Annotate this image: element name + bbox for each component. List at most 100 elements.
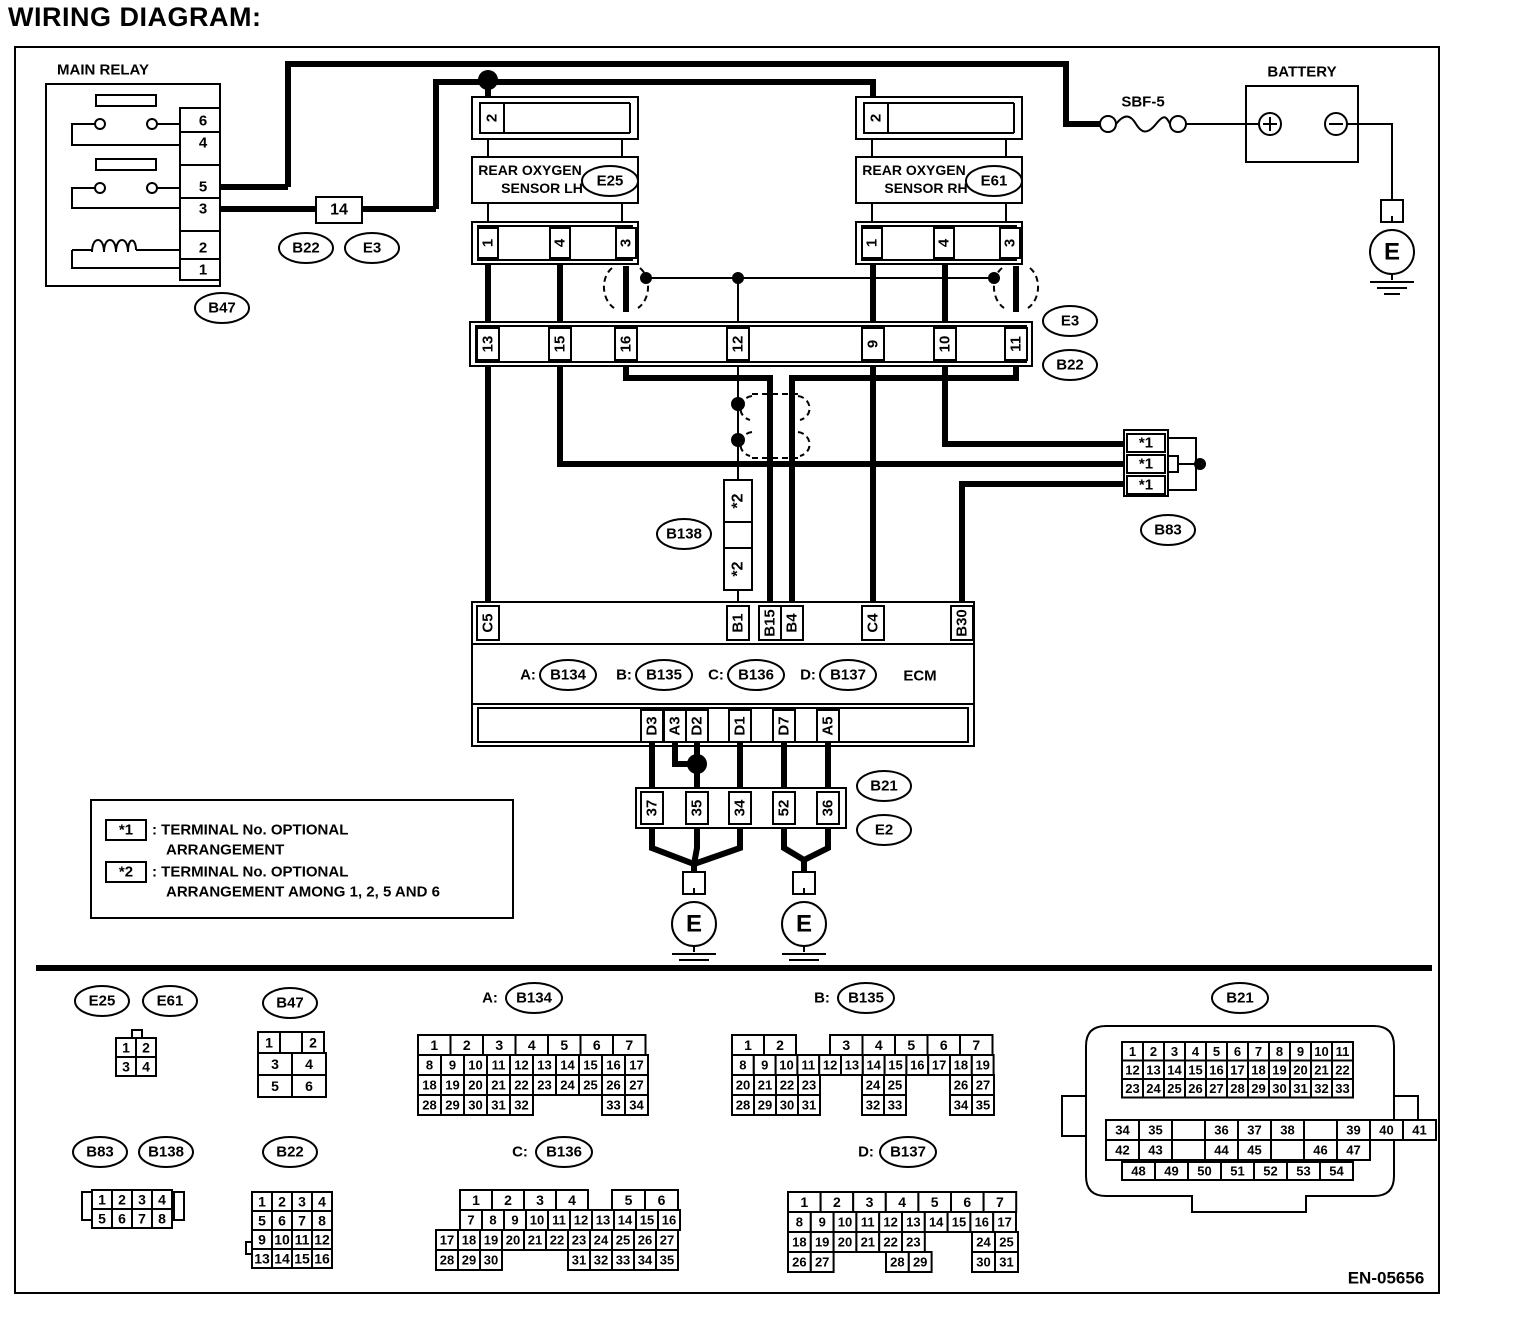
- view-tag: B135: [837, 982, 895, 1014]
- connector-code: E3: [363, 240, 381, 257]
- cell-label: 16: [606, 1058, 620, 1073]
- b21-pin-label: 36: [820, 800, 837, 817]
- sensor-top-pin-label: 2: [868, 114, 885, 122]
- b83-connector: *1*1*1: [1123, 429, 1206, 497]
- cell-label: 4: [318, 1194, 326, 1210]
- cell-label: 51: [1230, 1164, 1244, 1179]
- cell-label: 5: [1213, 1044, 1220, 1059]
- b22-pin: [614, 327, 638, 361]
- sensor-connector-tag: E61: [965, 165, 1023, 197]
- b22-pin: [548, 327, 572, 361]
- cell-label: 24: [976, 1235, 991, 1250]
- ecm-connector-tag: B135: [635, 659, 693, 691]
- cell-label: 29: [445, 1098, 459, 1113]
- b22-connector-tag: B22: [1042, 349, 1098, 381]
- sensor-top-pin-label: 2: [484, 114, 501, 122]
- cell-label: 33: [606, 1098, 620, 1113]
- cell-label: 47: [1346, 1143, 1360, 1158]
- cell-label: 4: [568, 1192, 576, 1208]
- cell-label: 20: [506, 1233, 520, 1248]
- cell-label: 13: [1146, 1062, 1160, 1077]
- cell-label: 21: [1314, 1062, 1328, 1077]
- cell-label: 25: [583, 1078, 597, 1093]
- cell-label: 25: [1167, 1081, 1181, 1096]
- sensor-pin: [615, 227, 637, 259]
- battery-ground: E: [1369, 199, 1415, 295]
- ecm-pin: [726, 605, 750, 641]
- b138-pin: *2: [730, 561, 747, 576]
- cell-label: 11: [801, 1058, 815, 1073]
- cell-label: 3: [536, 1192, 544, 1208]
- cell-label: 26: [1188, 1081, 1202, 1096]
- cell-label: 16: [662, 1213, 676, 1228]
- sensor-title: SENSOR RH: [884, 180, 967, 196]
- cell-label: 25: [616, 1233, 630, 1248]
- cell-label: 4: [1192, 1044, 1200, 1059]
- wire: [959, 481, 1124, 602]
- connector-cell: [883, 1094, 907, 1116]
- cell-label: 28: [1230, 1081, 1244, 1096]
- ecm-name: ECM: [903, 668, 936, 685]
- ground-symbol-right: E: [781, 871, 827, 967]
- cell-label: 11: [295, 1232, 310, 1248]
- cell-label: 11: [552, 1213, 566, 1228]
- b138-join: [723, 521, 753, 549]
- cell-label: 10: [779, 1058, 793, 1073]
- cell-label: 32: [514, 1098, 528, 1113]
- cell-label: 27: [629, 1078, 643, 1093]
- join-pin: 14: [330, 202, 348, 219]
- cell-label: 12: [514, 1058, 528, 1073]
- connector-code: E25: [89, 993, 116, 1010]
- cell-label: 1: [430, 1037, 438, 1053]
- cell-label: 14: [929, 1215, 944, 1230]
- wire: [285, 61, 1100, 187]
- relay-pin: 6: [199, 113, 207, 130]
- cell-label: 13: [596, 1213, 610, 1228]
- connector-code: B136: [546, 1144, 582, 1161]
- relay-coil: [91, 239, 137, 253]
- cell-label: 16: [910, 1058, 924, 1073]
- sensor-pin-label: 1: [480, 239, 497, 247]
- cell-label: 15: [952, 1215, 966, 1230]
- cell-label: 10: [468, 1058, 482, 1073]
- sensor-top-pin: [479, 102, 505, 134]
- cell-label: 5: [271, 1078, 279, 1094]
- b22-pin-label: 10: [937, 336, 954, 353]
- cell-label: 24: [594, 1233, 609, 1248]
- cell-label: 16: [314, 1251, 330, 1267]
- cell-label: 52: [1263, 1164, 1277, 1179]
- view-side: [173, 1191, 185, 1221]
- junction-dot: [731, 397, 745, 411]
- cell-label: 6: [658, 1192, 666, 1208]
- cell-label: 15: [583, 1058, 597, 1073]
- cell-label: 2: [142, 1040, 150, 1056]
- ecm-pin-label: B15: [762, 609, 779, 637]
- cell-label: 43: [1148, 1143, 1162, 1158]
- connector-code: B138: [148, 1144, 184, 1161]
- view-tag: E25: [74, 985, 130, 1017]
- cell-label: 9: [819, 1215, 826, 1230]
- cell-label: 41: [1412, 1123, 1426, 1138]
- cell-label: 11: [1336, 1044, 1350, 1059]
- cell-label: 19: [484, 1233, 498, 1248]
- cell-label: 10: [530, 1213, 544, 1228]
- cell-label: 14: [274, 1251, 290, 1267]
- legend-mark: *1: [119, 822, 133, 839]
- legend-text: : TERMINAL No. OPTIONAL: [152, 864, 348, 881]
- cell-label: 4: [305, 1056, 313, 1072]
- ground-label: E: [796, 911, 812, 938]
- view-tag: B22: [262, 1136, 318, 1168]
- cell-label: 30: [468, 1098, 482, 1113]
- b83-tab: [1167, 455, 1179, 473]
- cell-label: 8: [426, 1058, 433, 1073]
- cell-label: 10: [1314, 1044, 1328, 1059]
- cell-label: 25: [999, 1235, 1013, 1250]
- ecm-connector-prefix: D:: [800, 667, 816, 684]
- fuse-label: SBF-5: [1121, 94, 1164, 111]
- cell-label: 1: [265, 1035, 273, 1051]
- cell-label: 45: [1247, 1143, 1261, 1158]
